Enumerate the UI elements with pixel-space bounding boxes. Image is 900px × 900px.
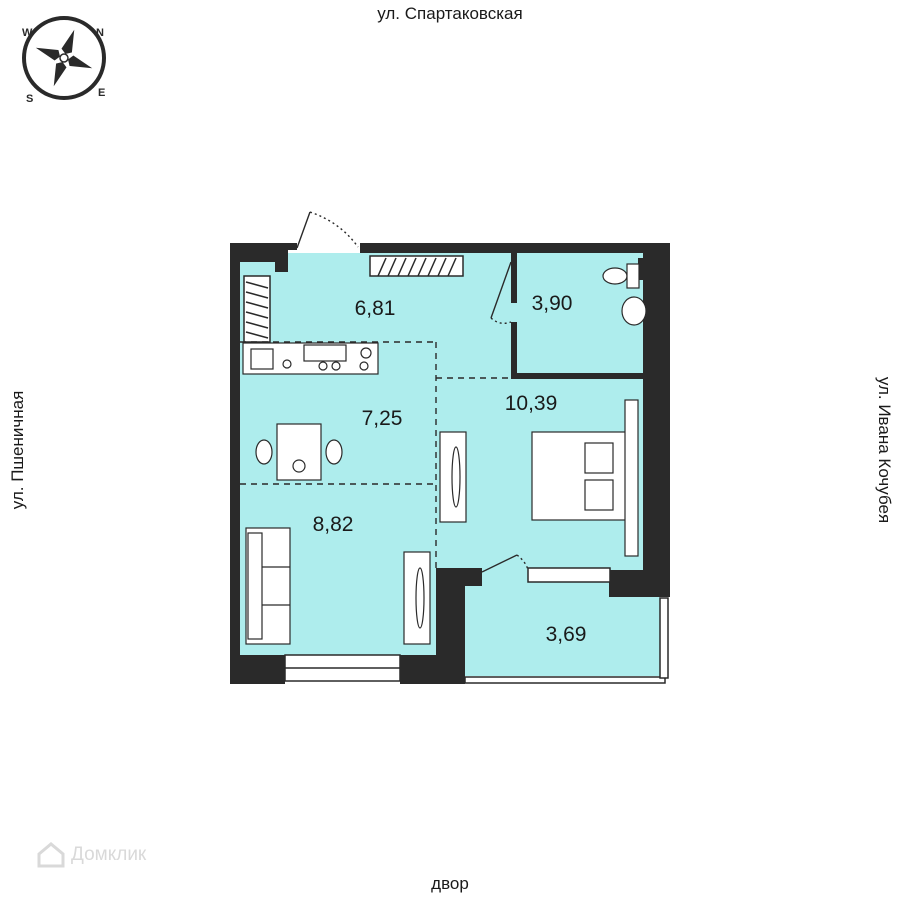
compass-w-label: W bbox=[22, 27, 33, 39]
area-bathroom: 3,90 bbox=[531, 292, 573, 315]
area-bedroom: 10,39 bbox=[504, 392, 558, 415]
area-hall: 6,81 bbox=[354, 297, 396, 320]
street-label-right: ул. Ивана Кочубея bbox=[875, 376, 894, 524]
area-loggia: 3,69 bbox=[545, 623, 587, 646]
area-living: 8,82 bbox=[312, 513, 354, 536]
street-label-left: ул. Пшеничная bbox=[8, 390, 27, 510]
house-logo-icon bbox=[37, 842, 65, 868]
watermark-text: Домклик bbox=[71, 844, 147, 865]
compass-e-label: E bbox=[98, 87, 105, 99]
furniture bbox=[242, 263, 647, 645]
street-label-bottom: двор bbox=[431, 874, 469, 893]
sink bbox=[621, 296, 647, 326]
area-kitchen: 7,25 bbox=[361, 407, 403, 430]
windows bbox=[243, 255, 669, 684]
watermark: Домклик bbox=[36, 842, 146, 868]
street-label-top: ул. Спартаковская bbox=[377, 4, 523, 23]
bed bbox=[531, 431, 633, 521]
compass-rose-icon: N E S W bbox=[22, 16, 106, 105]
loggia-floor bbox=[465, 596, 660, 676]
tv-stand-bedroom bbox=[439, 431, 467, 523]
walls bbox=[230, 243, 670, 684]
toilet bbox=[602, 267, 628, 285]
doors bbox=[296, 211, 529, 573]
compass-s-label: S bbox=[26, 93, 33, 105]
compass-n-label: N bbox=[96, 27, 104, 39]
zone-dividers bbox=[240, 341, 511, 568]
